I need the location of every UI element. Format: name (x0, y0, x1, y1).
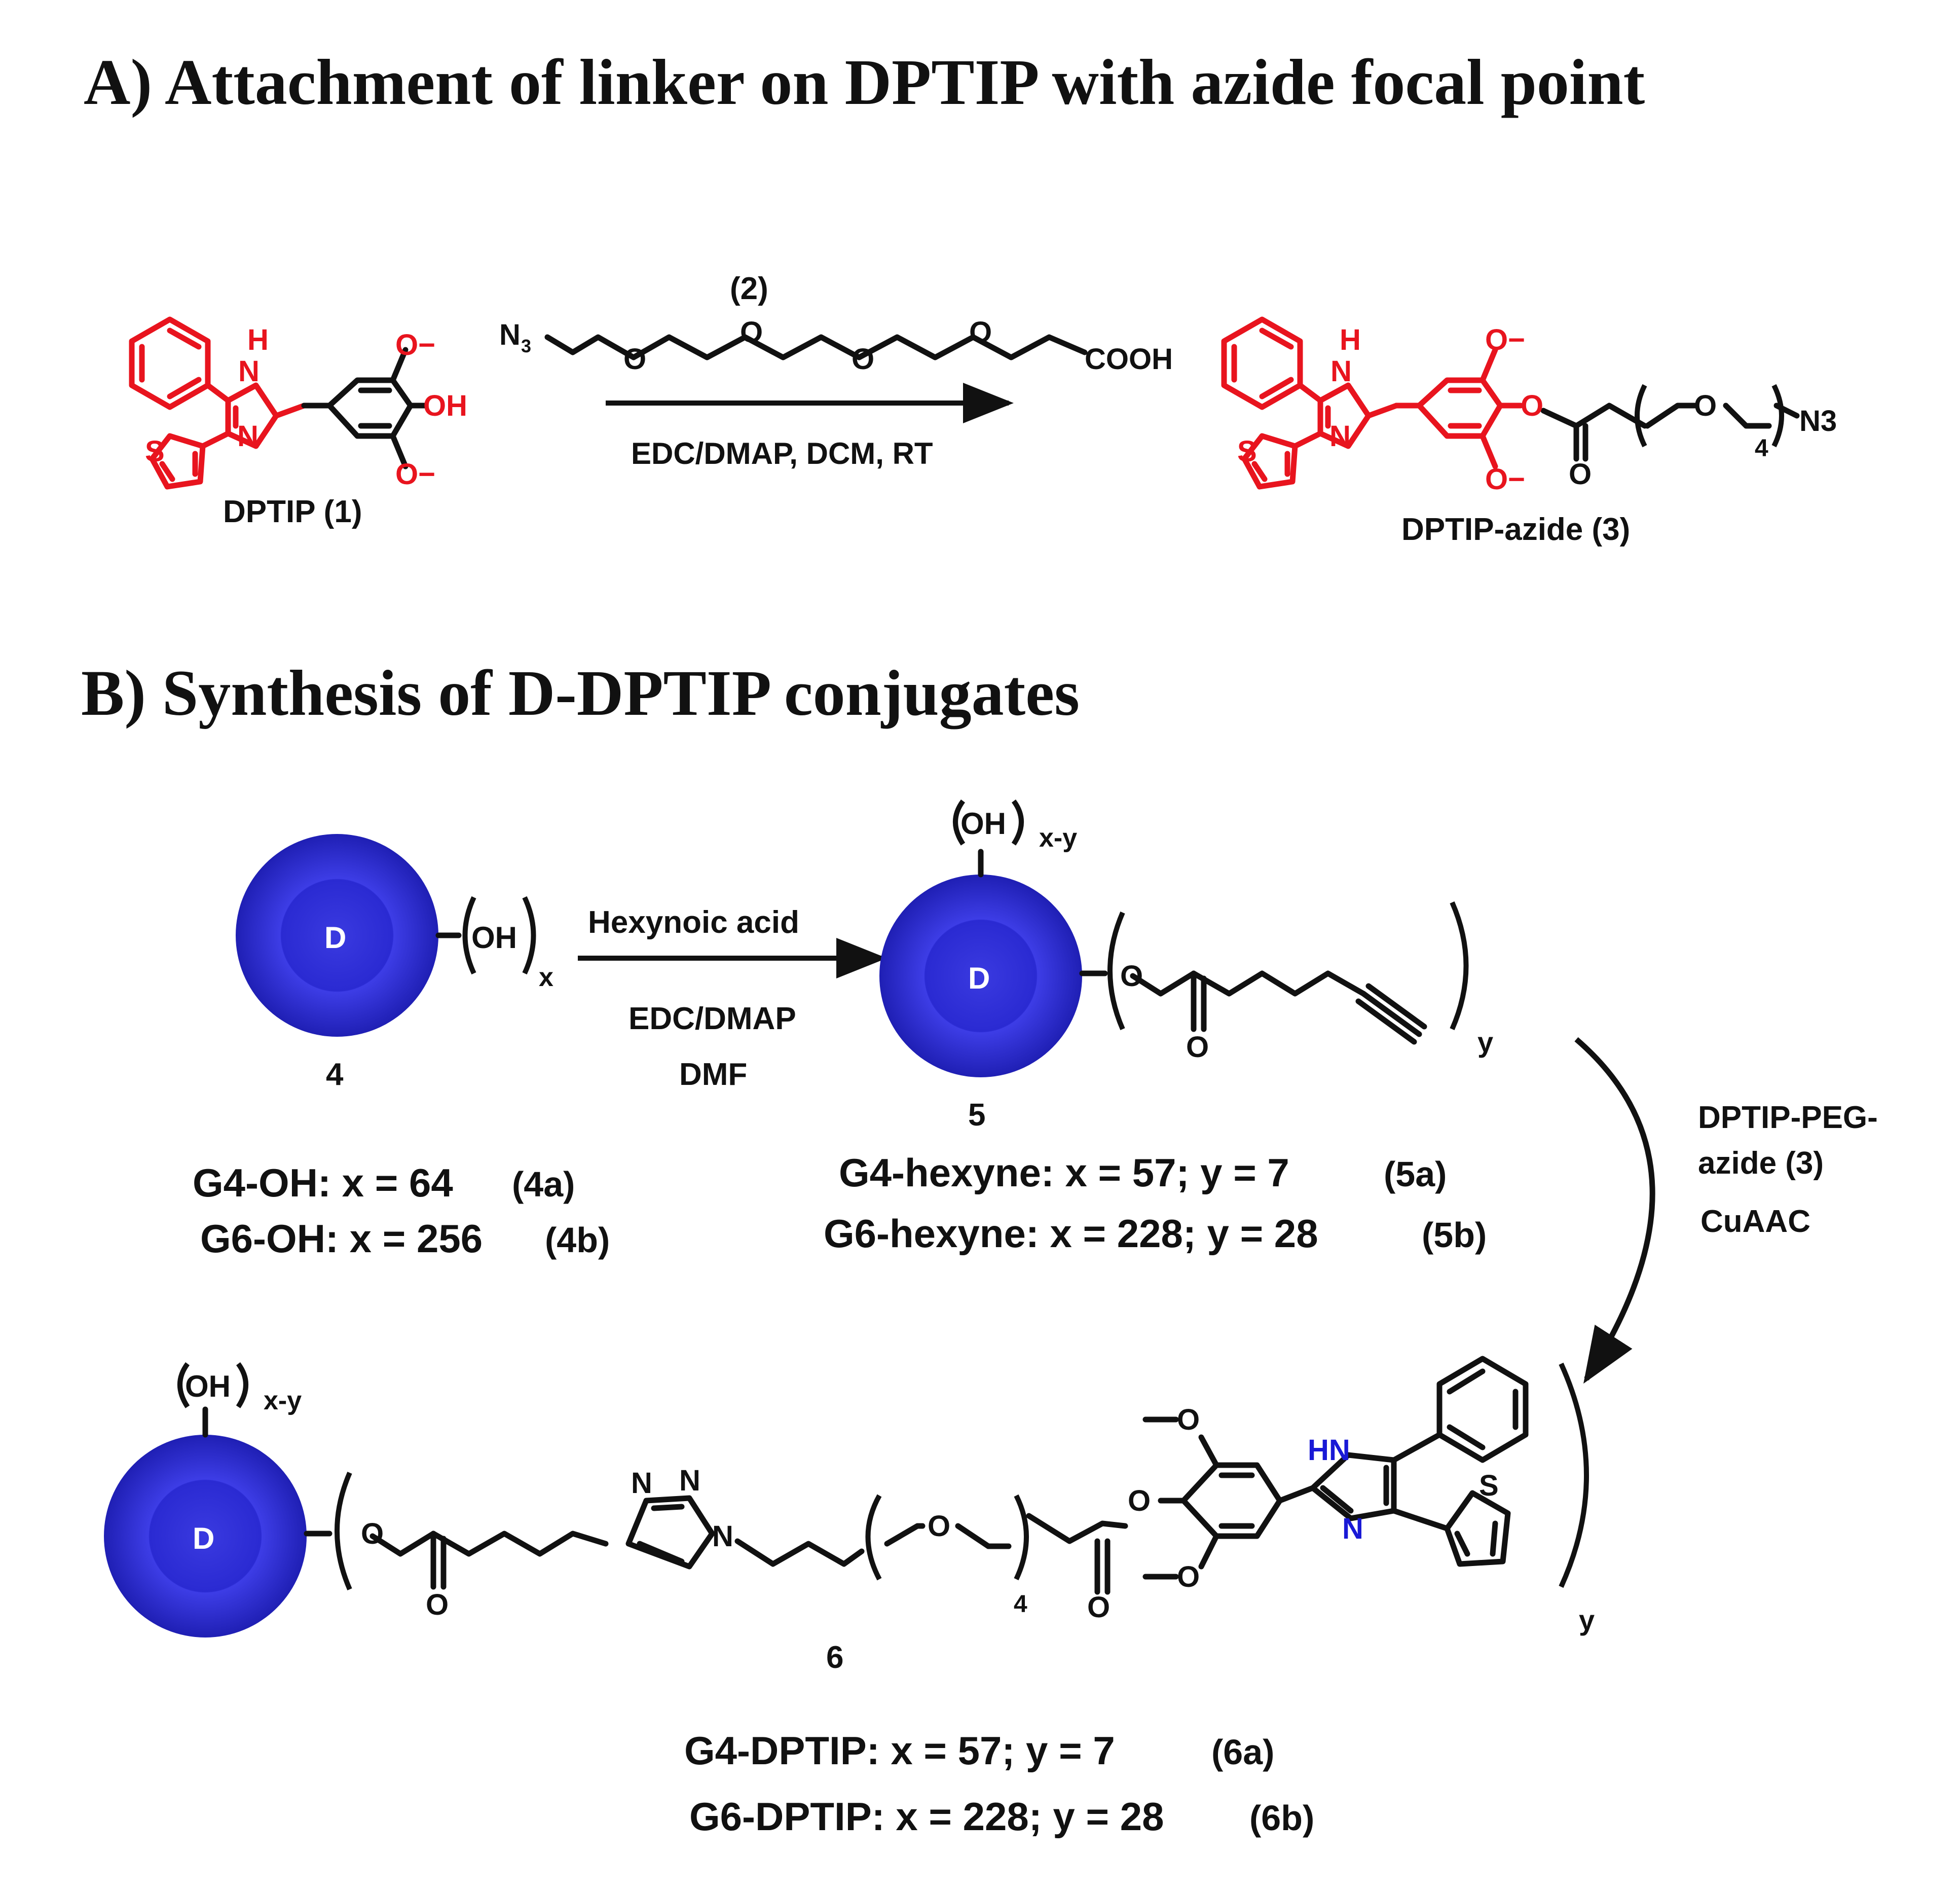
atom-N-6a: N (631, 1467, 652, 1500)
atom-O-2a: O (623, 343, 646, 376)
g4-hexyne-text: G4-hexyne: x = 57; y = 7 (839, 1150, 1289, 1195)
dendrimer-6-symbol: D (193, 1521, 214, 1555)
oh-group-5: OH (960, 807, 1006, 841)
atom-OH-1: OH (423, 389, 467, 422)
atom-HN-6: HN (1308, 1434, 1350, 1467)
section-a-title: A) Attachment of linker on DPTIP with az… (84, 46, 1645, 118)
atom-N3-2-sub: 3 (521, 336, 531, 356)
dendrimer-6 (104, 1435, 307, 1638)
hexyne-arm-5 (1079, 901, 1469, 1045)
atom-N-3b: N (1329, 420, 1351, 453)
compound-1-label: DPTIP (1) (223, 494, 362, 529)
atom-O-6g: O (1177, 1560, 1200, 1593)
atom-O-5a: O (1120, 960, 1143, 993)
atom-S-1: S (145, 435, 165, 468)
xy-subscript-6: x-y (264, 1386, 302, 1415)
atom-O-6f: O (1177, 1403, 1200, 1436)
dptip-azide-structure-3 (1221, 316, 1800, 490)
y-subscript-6: y (1579, 1604, 1595, 1636)
atom-O-6e: O (1128, 1484, 1151, 1517)
compound-5-label: 5 (968, 1098, 985, 1133)
xy-subscript-5: x-y (1039, 823, 1077, 853)
atom-S-3: S (1237, 435, 1257, 468)
conditions-a: EDC/DMAP, DCM, RT (631, 436, 933, 470)
linker-2-structure (544, 334, 1088, 360)
atom-O-3d: O (1569, 458, 1592, 491)
atom-O-1a: O− (395, 329, 435, 361)
atom-N-6d: N (1342, 1512, 1363, 1545)
atom-N3-2: N (499, 318, 521, 351)
peg-repeat-6: 4 (1014, 1591, 1027, 1618)
atom-O-3e: O (1694, 389, 1717, 422)
g6-oh-id: (4b) (545, 1220, 610, 1260)
dendrimer-5 (879, 875, 1082, 1077)
oh-group-6: OH (185, 1369, 231, 1403)
step1-reagent: Hexynoic acid (588, 905, 799, 940)
atom-N-3a: N (1330, 355, 1352, 388)
step2-reagent-line1: DPTIP-PEG- (1698, 1100, 1878, 1135)
atom-N3-3: N3 (1799, 405, 1837, 438)
atom-O-6a: O (361, 1517, 384, 1550)
atom-O-5b: O (1186, 1031, 1209, 1064)
atom-O-6b: O (426, 1588, 449, 1621)
atom-O-6c: O (928, 1510, 950, 1543)
g4-dptip-id: (6a) (1211, 1732, 1274, 1772)
peg-repeat-3: 4 (1755, 435, 1768, 462)
g6-dptip-text: G6-DPTIP: x = 228; y = 28 (689, 1794, 1164, 1839)
compound-4-label: 4 (326, 1057, 344, 1092)
g6-oh-text: G6-OH: x = 256 (200, 1216, 483, 1261)
atom-O-2b: O (740, 316, 763, 349)
g6-dptip-id: (6b) (1249, 1798, 1314, 1838)
section-b-title: B) Synthesis of D-DPTIP conjugates (81, 657, 1080, 729)
step1-cond2: DMF (679, 1057, 747, 1092)
atom-O-2d: O (969, 316, 992, 349)
step2-cond: CuAAC (1700, 1204, 1810, 1239)
atom-N-6b: N (679, 1464, 700, 1497)
oh-group-4: OH (471, 921, 517, 955)
compound-3-label: DPTIP-azide (3) (1401, 512, 1630, 547)
reagent-2-label: (2) (730, 271, 768, 306)
g6-hexyne-text: G6-hexyne: x = 228; y = 28 (824, 1211, 1318, 1256)
dendrimer-4 (236, 834, 438, 1037)
atom-O-2c: O (852, 343, 874, 376)
x-subscript-4: x (539, 963, 553, 992)
step2-reagent-line2: azide (3) (1698, 1146, 1824, 1181)
g6-hexyne-id: (5b) (1422, 1215, 1487, 1255)
dptip-structure-1 (129, 316, 429, 490)
compound-6-label: 6 (826, 1640, 843, 1675)
atom-N-1a: N (238, 355, 260, 388)
atom-O-3a: O− (1485, 323, 1525, 356)
dendrimer-4-symbol: D (324, 921, 346, 955)
g4-oh-id: (4a) (512, 1165, 575, 1204)
g4-oh-text: G4-OH: x = 64 (193, 1160, 453, 1205)
y-subscript-5: y (1477, 1026, 1493, 1058)
atom-H-3: H (1340, 323, 1361, 356)
g4-dptip-text: G4-DPTIP: x = 57; y = 7 (684, 1728, 1115, 1773)
atom-O-1b: O− (395, 458, 435, 491)
atom-S-6: S (1479, 1469, 1499, 1502)
reaction-arrow-b2 (1574, 1037, 1655, 1384)
g4-hexyne-id: (5a) (1384, 1154, 1447, 1194)
atom-O-6d: O (1087, 1591, 1110, 1624)
atom-N-6c: N (712, 1520, 733, 1553)
step1-cond1: EDC/DMAP (628, 1001, 796, 1036)
dptip-conjugate-arm-6 (304, 1356, 1589, 1595)
atom-N-1b: N (237, 420, 258, 453)
atom-O-3b: O (1521, 389, 1543, 422)
atom-COOH-2: COOH (1085, 343, 1173, 376)
atom-O-3c: O− (1485, 463, 1525, 496)
atom-H-1: H (247, 323, 269, 356)
dendrimer-5-symbol: D (968, 961, 990, 995)
